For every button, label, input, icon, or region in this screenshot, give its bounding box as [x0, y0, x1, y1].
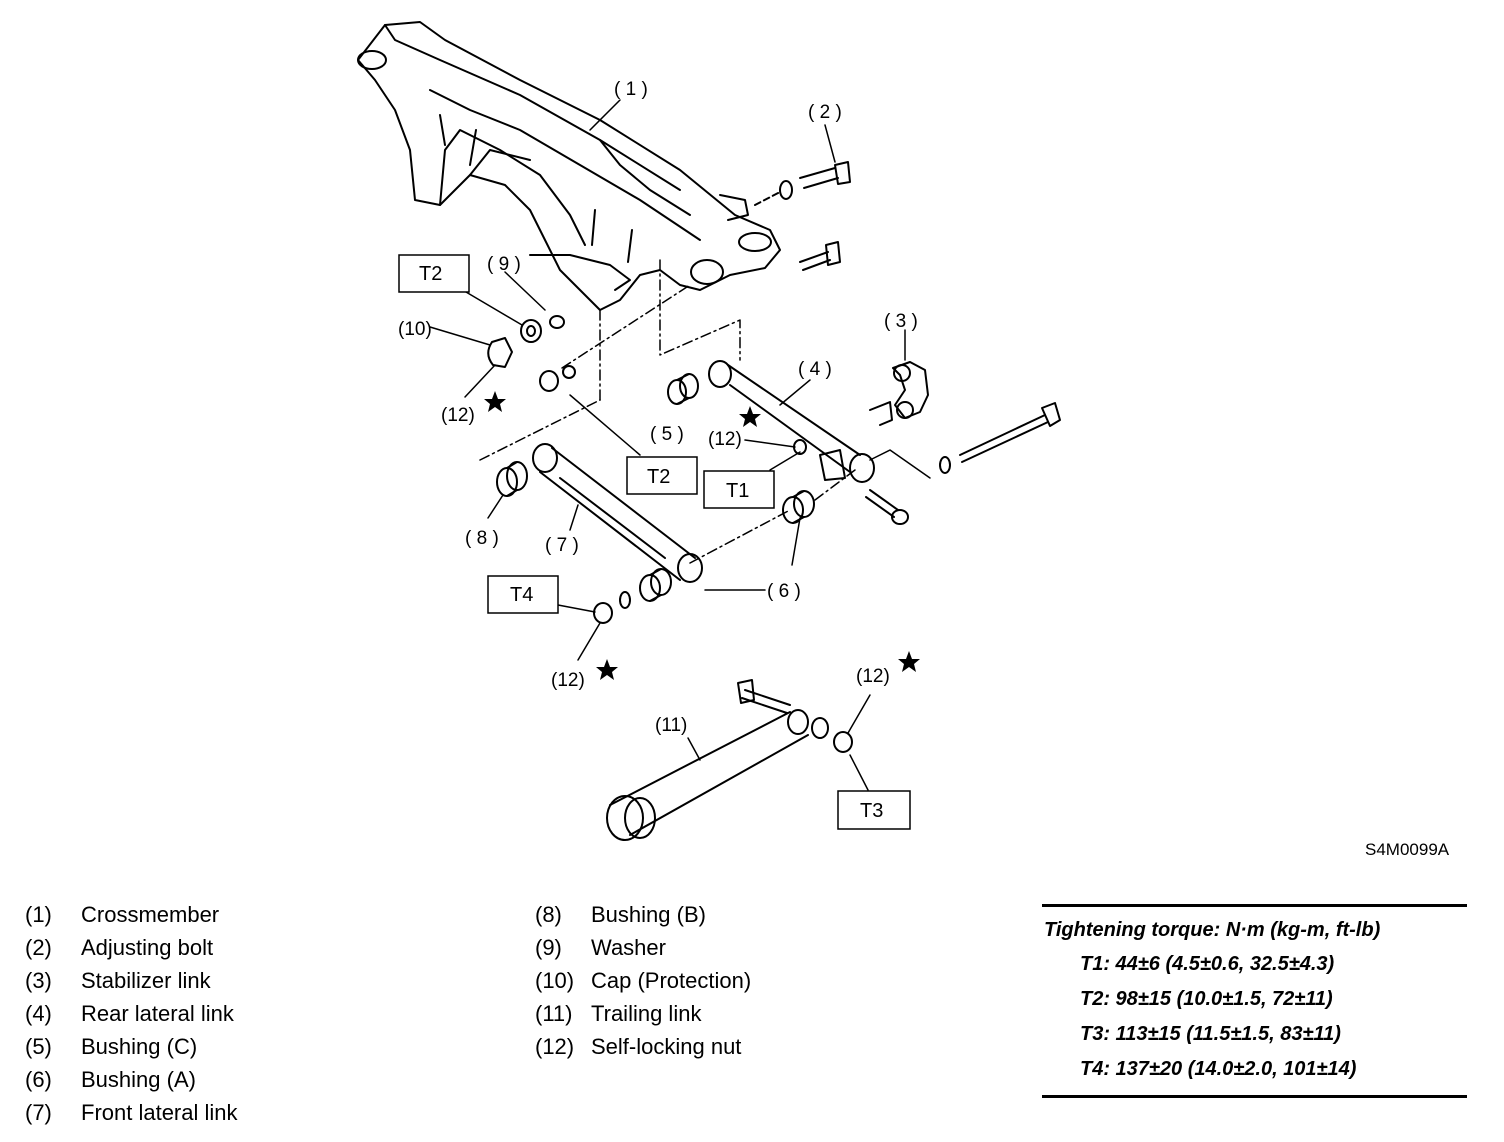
- legend-item-number: (1): [25, 902, 52, 927]
- legend-item-name: Bushing (A): [81, 1067, 196, 1092]
- torque-spec-t2: T2: 98±15 (10.0±1.5, 72±11): [1080, 988, 1333, 1010]
- trailing-link-drawing: [606, 679, 853, 841]
- legend-item: (7) Front lateral link: [25, 1096, 238, 1129]
- self-locking-nut-drawing: [520, 319, 542, 343]
- star-mark: [898, 651, 920, 672]
- callout-2: ( 2 ): [808, 102, 842, 123]
- torque-tag-t2: T2: [419, 263, 442, 285]
- callout-5: ( 5 ): [650, 424, 684, 445]
- legend-item-number: (4): [25, 1001, 52, 1026]
- tightening-torque-table: Tightening torque: N·m (kg-m, ft-lb) T1:…: [1042, 904, 1467, 1098]
- legend-item-number: (5): [25, 1034, 52, 1059]
- star-mark: [739, 406, 761, 427]
- legend-item: (10) Cap (Protection): [535, 964, 751, 997]
- legend-item-name: Rear lateral link: [81, 1001, 234, 1026]
- rear-lateral-link-drawing: [708, 360, 875, 483]
- legend-item: (3) Stabilizer link: [25, 964, 238, 997]
- legend-item-number: (6): [25, 1067, 52, 1092]
- exploded-suspension-diagram: T2 T2 T1 T4 T3 ( 1 ) ( 2 ) ( 3 ) ( 4 ) (…: [357, 21, 1450, 859]
- adjusting-bolt-drawing: [754, 161, 851, 271]
- torque-table-title: Tightening torque: N·m (kg-m, ft-lb): [1044, 919, 1381, 941]
- legend-item-name: Front lateral link: [81, 1100, 238, 1125]
- star-mark: [484, 391, 506, 412]
- legend-item-name: Crossmember: [81, 902, 220, 927]
- legend-item-name: Bushing (B): [591, 902, 706, 927]
- crossmember-drawing: [357, 21, 781, 311]
- legend-item: (6) Bushing (A): [25, 1063, 238, 1096]
- parts-legend-middle: (8) Bushing (B) (9) Washer (10) Cap (Protecti…: [535, 898, 751, 1063]
- legend-item-number: (12): [535, 1034, 575, 1059]
- front-lateral-link-drawing: [532, 443, 703, 583]
- legend-item: (11) Trailing link: [535, 997, 751, 1030]
- torque-tag-t2: T2: [647, 466, 670, 488]
- torque-tag-t1: T1: [726, 480, 749, 502]
- callout-4: ( 4 ): [798, 359, 832, 380]
- callout-8: ( 8 ): [465, 528, 499, 549]
- legend-item: (8) Bushing (B): [535, 898, 751, 931]
- torque-tag-box: [703, 470, 775, 509]
- bushing-c-drawing: [667, 373, 699, 405]
- legend-item-number: (11): [535, 1001, 573, 1026]
- legend-item-name: Self-locking nut: [591, 1034, 742, 1059]
- callout-11: (11): [655, 715, 687, 736]
- legend-item-number: (2): [25, 935, 52, 960]
- callout-1: ( 1 ): [614, 79, 648, 100]
- legend-item-name: Bushing (C): [81, 1034, 198, 1059]
- legend-item-number: (7): [25, 1100, 52, 1125]
- legend-item: (5) Bushing (C): [25, 1030, 238, 1063]
- legend-item-number: (8): [535, 902, 562, 927]
- torque-tag-t3: T3: [860, 800, 883, 822]
- torque-spec-t3: T3: 113±15 (11.5±1.5, 83±11): [1080, 1023, 1341, 1045]
- torque-tag-box: [626, 456, 698, 495]
- callout-10: (10): [398, 319, 432, 340]
- callout-12: (12): [708, 429, 742, 450]
- legend-item-name: Trailing link: [591, 1001, 702, 1026]
- bushing-b-drawing: [496, 461, 528, 497]
- callout-12: (12): [441, 405, 475, 426]
- legend-item-name: Cap (Protection): [591, 968, 752, 993]
- torque-tag-box: [837, 790, 911, 830]
- legend-item-number: (3): [25, 968, 52, 993]
- torque-spec-t4: T4: 137±20 (14.0±2.0, 101±14): [1080, 1058, 1357, 1080]
- legend-item-number: (10): [535, 968, 575, 993]
- legend-item-number: (9): [535, 935, 562, 960]
- callout-9: ( 9 ): [487, 254, 521, 275]
- figure-id: S4M0099A: [1365, 840, 1450, 859]
- callout-12: (12): [551, 670, 585, 691]
- torque-tag-box: [398, 254, 470, 293]
- legend-item: (12) Self-locking nut: [535, 1030, 751, 1063]
- star-mark: [596, 659, 618, 680]
- callout-7: ( 7 ): [545, 535, 579, 556]
- legend-item: (9) Washer: [535, 931, 751, 964]
- legend-item-name: Adjusting bolt: [81, 935, 214, 960]
- torque-spec-t1: T1: 44±6 (4.5±0.6, 32.5±4.3): [1080, 953, 1335, 975]
- torque-tag-t4: T4: [510, 584, 533, 606]
- legend-item-name: Washer: [591, 935, 666, 960]
- legend-item: (4) Rear lateral link: [25, 997, 238, 1030]
- legend-item-name: Stabilizer link: [81, 968, 211, 993]
- torque-tag-box: [487, 575, 559, 614]
- stabilizer-link-drawing: [869, 361, 929, 426]
- parts-legend-left: (1) Crossmember (2) Adjusting bolt (3) Stabil…: [25, 898, 238, 1129]
- callout-3: ( 3 ): [884, 311, 918, 332]
- callout-12: (12): [856, 666, 890, 687]
- callout-6: ( 6 ): [767, 581, 801, 602]
- legend-item: (2) Adjusting bolt: [25, 931, 238, 964]
- legend-item: (1) Crossmember: [25, 898, 238, 931]
- cap-drawing: [487, 337, 513, 368]
